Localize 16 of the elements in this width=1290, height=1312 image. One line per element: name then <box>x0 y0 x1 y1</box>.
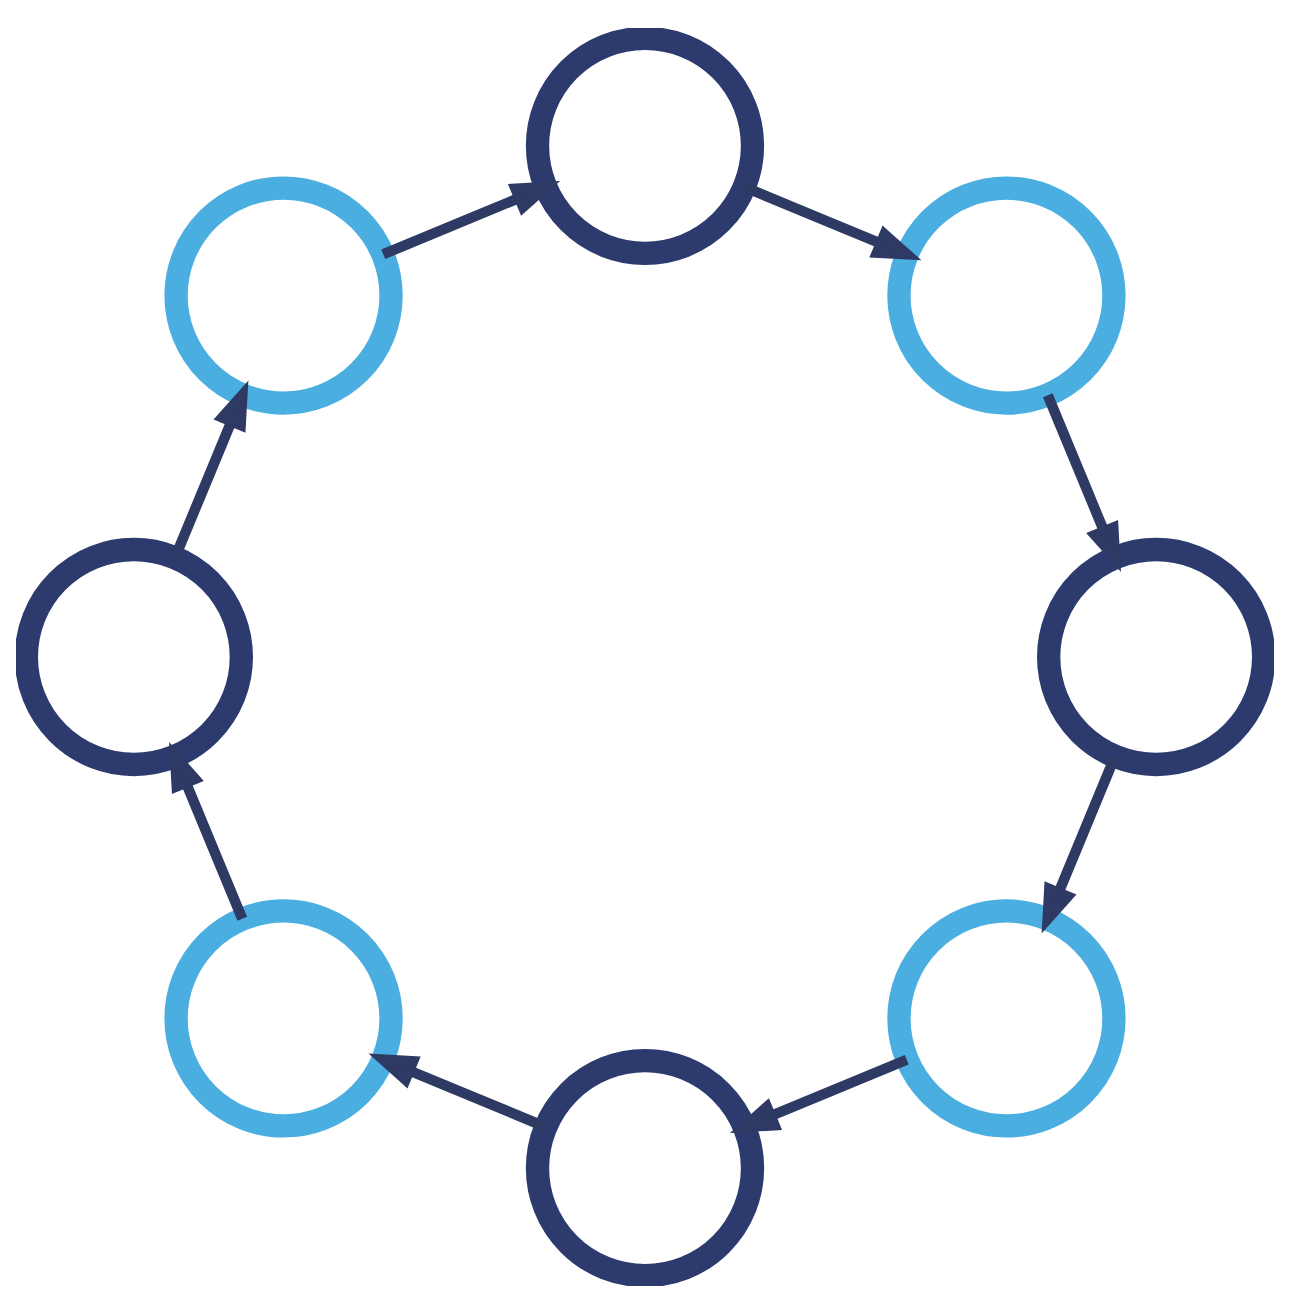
arrow <box>1042 392 1121 572</box>
node-circle <box>887 898 1126 1137</box>
node-circle <box>16 536 253 776</box>
node-circle <box>164 175 403 414</box>
arrow <box>729 1053 909 1132</box>
arrow <box>368 1052 548 1131</box>
node-circle <box>525 1048 765 1285</box>
node-circle <box>525 27 765 264</box>
arrow <box>381 180 561 259</box>
arrow <box>169 740 248 920</box>
arrow <box>1041 753 1120 933</box>
arrow <box>742 181 922 260</box>
node-circle <box>1037 536 1274 776</box>
node-circle <box>164 898 403 1137</box>
arrow <box>170 379 249 559</box>
node-circle <box>887 175 1126 414</box>
